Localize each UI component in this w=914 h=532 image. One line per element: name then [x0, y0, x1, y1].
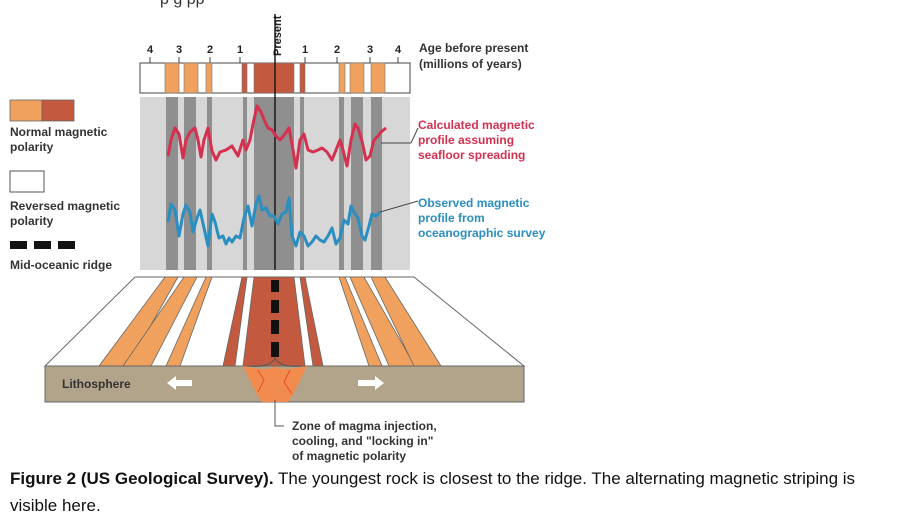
caption-bold: Figure 2 (US Geological Survey). [10, 469, 274, 488]
magma-label-2: cooling, and "locking in" [292, 434, 433, 448]
calculated-label-2: profile assuming [418, 133, 514, 147]
legend-normal-label-2: polarity [10, 140, 54, 154]
magma-label-1: Zone of magma injection, [292, 419, 437, 433]
magma-label-3: of magnetic polarity [292, 449, 406, 463]
magma-annotation: Zone of magma injection, cooling, and "l… [292, 419, 437, 463]
present-label: Present [272, 15, 284, 56]
age-axis-subtitle: (millions of years) [419, 57, 522, 71]
observed-label-1: Observed magnetic [418, 196, 530, 210]
calculated-annotation: Calculated magnetic profile assuming sea… [418, 118, 535, 162]
profile-panel [140, 14, 410, 270]
tick-left-2: 2 [207, 44, 213, 56]
observed-label-3: oceanographic survey [418, 226, 546, 240]
ridge-dashes [271, 280, 279, 357]
legend-ridge-label: Mid-oceanic ridge [10, 258, 112, 272]
seafloor-spreading-diagram: p g pp Normal magnetic polarity Reversed… [9, 0, 546, 463]
legend: Normal magnetic polarity Reversed magnet… [9, 99, 120, 272]
caption-text: The youngest rock is closest to the ridg… [10, 469, 856, 515]
legend-normal-label: Normal magnetic [10, 125, 108, 139]
seafloor-stripes [98, 276, 442, 367]
tick-left-4: 4 [147, 44, 154, 56]
observed-profile-line [166, 194, 382, 248]
timescale-normal-bands [164, 62, 386, 94]
header-fragment: p g pp [160, 0, 205, 8]
legend-reversed-label: Reversed magnetic [10, 199, 120, 213]
tick-right-3: 3 [367, 44, 373, 56]
calculated-profile-line [166, 104, 387, 170]
tick-left-1: 1 [237, 44, 243, 56]
left-arrow-icon [167, 376, 192, 390]
legend-normal-swatch-light [9, 99, 43, 122]
legend-ridge-dashes [10, 241, 75, 249]
tick-right-2: 2 [334, 44, 340, 56]
figure-caption: Figure 2 (US Geological Survey). The you… [10, 465, 905, 519]
legend-normal-swatch-dark [41, 99, 75, 122]
tick-left-3: 3 [176, 44, 182, 56]
reversal-stripes [166, 97, 382, 270]
calculated-label-3: seafloor spreading [418, 148, 525, 162]
legend-reversed-swatch [9, 170, 45, 193]
timescale: 4 3 2 1 1 2 3 4 Present Age before prese… [139, 15, 528, 94]
seafloor-block: Lithosphere [43, 276, 526, 403]
tick-right-1: 1 [302, 44, 308, 56]
tick-right-4: 4 [395, 44, 402, 56]
lithosphere-label: Lithosphere [62, 377, 131, 391]
legend-reversed-label-2: polarity [10, 214, 54, 228]
calculated-label-1: Calculated magnetic [418, 118, 535, 132]
observed-annotation: Observed magnetic profile from oceanogra… [418, 196, 546, 240]
age-axis-title: Age before present [419, 41, 528, 55]
right-arrow-icon [358, 376, 384, 390]
observed-label-2: profile from [418, 211, 485, 225]
